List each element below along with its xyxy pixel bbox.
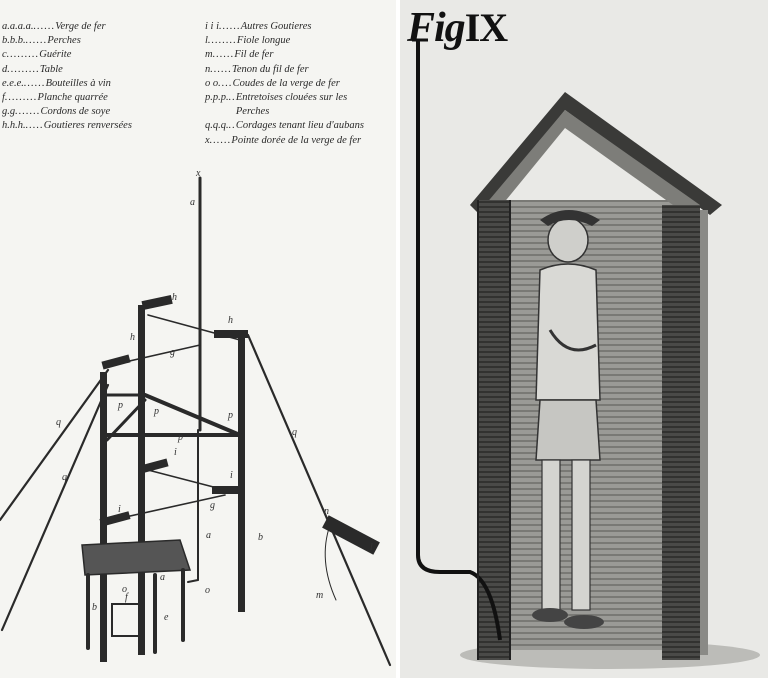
legend-row: p.p.p...Entretoises clouées sur les Perc… (205, 92, 348, 118)
sentry-box-roof (470, 92, 722, 215)
legend-row: a.a.a.a.......Verge de fer (2, 21, 106, 32)
iron-wire (324, 524, 337, 601)
label-g-1: g (170, 347, 175, 358)
legend-row: x......Pointe dorée de la verge de fer (205, 134, 362, 146)
label-p-4: p (177, 432, 183, 443)
standing-man (532, 210, 604, 629)
label-a-top: a (190, 197, 195, 208)
legend-row: q.q.q...Cordages tenant lieu d'aubans (205, 120, 365, 132)
label-p-1: p (117, 400, 123, 411)
gutter-i-2 (212, 486, 242, 494)
legend-row: e.e.e.......Bouteilles à vin (2, 77, 111, 89)
man-right-shoe (564, 615, 604, 629)
guy-rope-right (246, 333, 392, 667)
label-l: l (370, 542, 373, 553)
label-m: m (316, 590, 323, 601)
man-left-leg (541, 459, 561, 611)
legend-row: n......Tenon du fil de fer (205, 63, 309, 75)
guy-rope-left-upper (0, 368, 110, 522)
iron-wire (416, 40, 502, 641)
label-h-3: h (130, 332, 135, 343)
legend-right-column: i i i......Autres Goutieres l........Fio… (205, 20, 366, 148)
legend-row: g.g.......Cordons de soye (2, 106, 111, 118)
figure-title: FigIX (407, 4, 508, 52)
sentry-box-gable (485, 110, 700, 210)
label-n: n (324, 506, 329, 517)
legend-row: o o....Coudes de la verge de fer (205, 77, 340, 89)
label-e: e (164, 612, 169, 623)
label-a-low: a (206, 530, 211, 541)
long-flask (322, 515, 380, 555)
man-right-leg (571, 459, 591, 611)
man-arms (548, 329, 597, 352)
left-engraving-panel: x a h h h g p p p p q q q i i i g a b n (0, 0, 400, 678)
gutter-i-3 (99, 511, 131, 527)
label-b-left: b (92, 602, 97, 613)
label-p-2: p (153, 406, 159, 417)
legend-left-column: a.a.a.a.......Verge de fer b.b.b.......P… (2, 20, 132, 134)
man-hat (540, 210, 600, 226)
legend-row: m......Fil de fer (205, 49, 274, 61)
mast-apparatus-drawing: x a h h h g p p p p q q q i i i g a b n (0, 168, 392, 667)
figure-title-prefix: Fig (407, 5, 466, 51)
label-o: o (205, 585, 210, 596)
sentry-box-left-wall (478, 200, 510, 660)
label-p-3: p (227, 410, 233, 421)
legend-row: c.........Guérite (2, 49, 72, 61)
gutter-h-3 (101, 354, 131, 370)
legend-row: i i i......Autres Goutieres (205, 21, 312, 32)
gutter-h-2 (214, 330, 248, 338)
square-plank (111, 603, 145, 637)
label-o-2: o (122, 584, 127, 595)
sentry-box-figure (412, 38, 760, 669)
perch-center (138, 305, 145, 655)
legend-row: l........Fiole longue (205, 35, 291, 47)
label-q-2: q (62, 472, 67, 483)
label-i-3: i (118, 504, 121, 515)
man-head (547, 217, 589, 263)
legend-row: d.........Table (2, 63, 63, 75)
perch-right (238, 330, 245, 612)
label-h-1: h (172, 292, 177, 303)
sentry-box-right-edge (700, 210, 708, 655)
man-breeches (535, 399, 601, 461)
label-a-box: a (160, 572, 165, 583)
label-i-1: i (174, 447, 177, 458)
legend-row: h.h.h......Goutieres renversées (2, 120, 132, 132)
label-g-2: g (210, 500, 215, 511)
rod-elbow (187, 579, 199, 583)
label-f: f (125, 592, 129, 603)
perch-left (100, 372, 107, 662)
man-coat (535, 263, 601, 401)
label-x: x (195, 168, 201, 179)
sentry-box-right-wall (662, 205, 700, 660)
gutter-i-1 (139, 458, 169, 474)
brace-p-cross (105, 398, 147, 442)
guy-rope-left-lower (0, 383, 110, 632)
label-b: b (258, 532, 263, 543)
brace-p-diagonal (143, 393, 242, 437)
right-engraving-panel: FigIX (400, 0, 768, 678)
silk-cord-4 (111, 494, 226, 521)
gutter-h-1 (141, 294, 173, 311)
sentry-box-roof (81, 539, 192, 576)
man-left-shoe (532, 608, 568, 622)
figure-title-number: IX (464, 5, 508, 50)
panel-divider (396, 0, 402, 678)
label-h-2: h (228, 315, 233, 326)
legend-row: f.........Planche quarrée (2, 92, 108, 104)
legend-row: b.b.b.......Perches (2, 35, 81, 47)
label-q-3: q (292, 427, 297, 438)
label-q-1: q (56, 417, 61, 428)
label-i-2: i (230, 470, 233, 481)
